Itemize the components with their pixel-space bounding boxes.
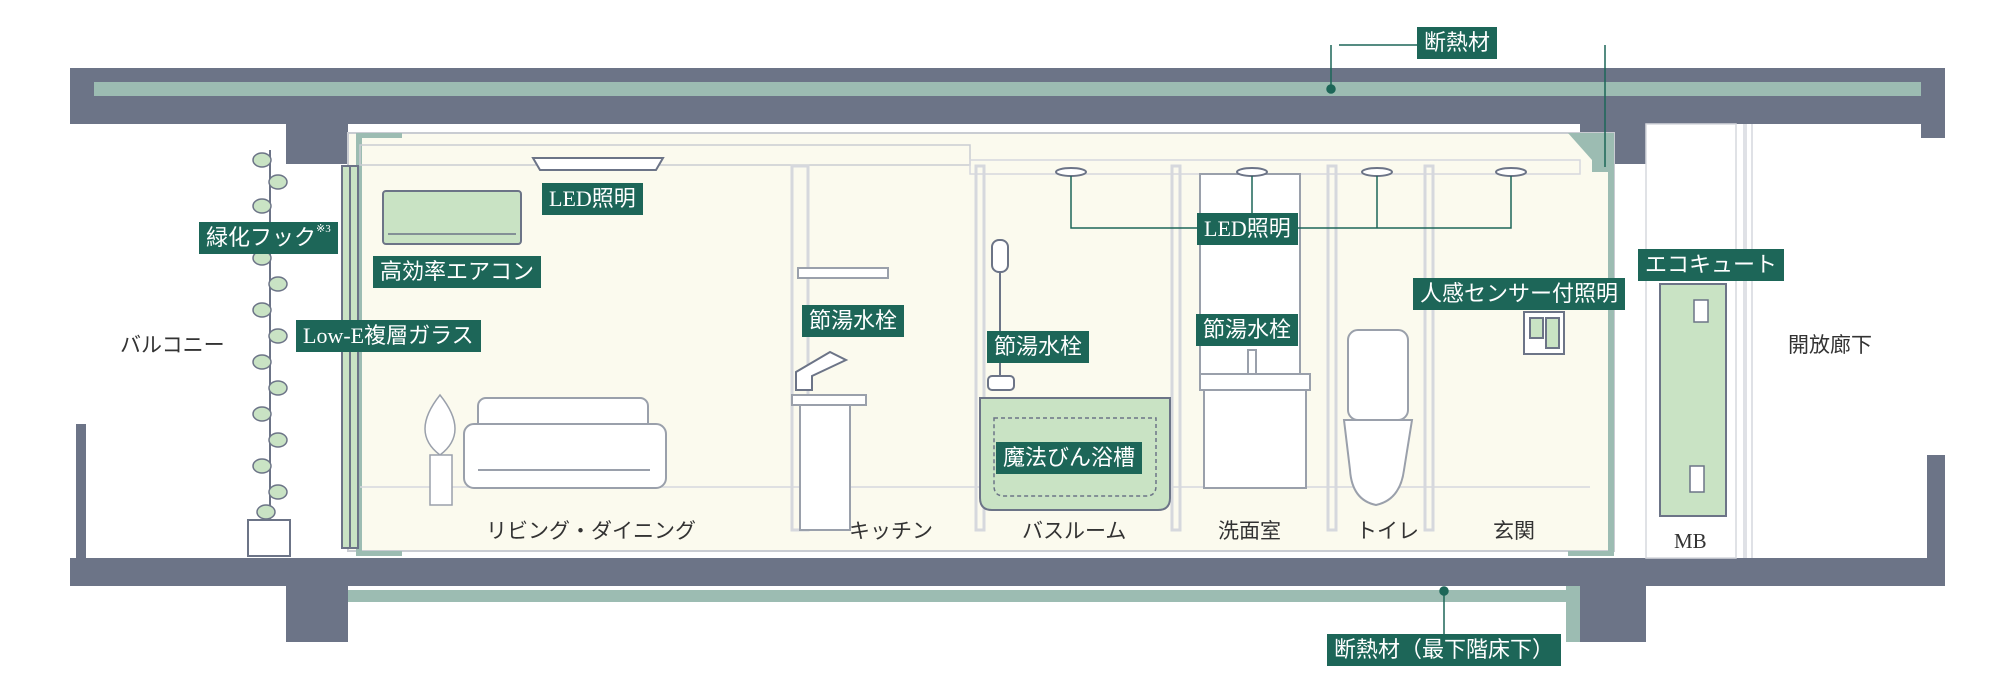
area-corridor: 開放廊下 [1788, 333, 1872, 357]
lower-slab [70, 558, 1945, 586]
ecocute-label: エコキュート [1638, 249, 1785, 281]
floor-insulation [348, 590, 1580, 602]
corridor-wall-top [1921, 124, 1945, 138]
area-living: リビング・ダイニング [486, 519, 696, 543]
water-heater-icon [1659, 283, 1727, 517]
faucet-wash-label: 節湯水栓 [1196, 314, 1299, 346]
area-toilet: トイレ [1356, 519, 1419, 543]
green-hook-label: 緑化フック※3 [199, 222, 338, 254]
area-entrance: 玄関 [1493, 519, 1535, 543]
ceiling-light-icon [531, 157, 665, 171]
sensor-light-label: 人感センサー付照明 [1413, 278, 1626, 310]
air-conditioner-icon [382, 190, 522, 245]
green-hook-note: ※3 [316, 223, 331, 235]
floor-insulation-edge [1566, 586, 1580, 642]
lower-beam-left [286, 586, 348, 642]
green-hook-text: 緑化フック [206, 225, 317, 250]
interior-insulation [356, 133, 402, 556]
area-bathroom: バスルーム [1022, 519, 1127, 543]
low-e-window [341, 165, 359, 549]
area-kitchen: キッチン [849, 519, 933, 543]
insulation-top-label: 断熱材 [1417, 27, 1498, 59]
corridor-post [1743, 124, 1747, 558]
led-downlights-label: LED照明 [1197, 213, 1298, 245]
beam-left [286, 124, 348, 164]
sofa-icon [463, 397, 667, 489]
corridor-post-2 [1751, 124, 1753, 558]
potted-plant-icon [424, 393, 456, 506]
aircon-label: 高効率エアコン [373, 256, 542, 288]
roof-insulation [94, 82, 1921, 96]
bulkhead [359, 144, 971, 166]
faucet-icon [795, 350, 849, 391]
balcony-parapet [76, 424, 86, 558]
plant-icon [247, 150, 291, 557]
faucet-bath-label: 節湯水栓 [987, 331, 1090, 363]
faucet-kitchen-label: 節湯水栓 [802, 305, 905, 337]
toilet-icon [1342, 329, 1414, 507]
kitchen-counter [791, 267, 889, 531]
area-washroom: 洗面室 [1218, 519, 1281, 543]
corridor-parapet [1927, 455, 1945, 558]
area-balcony: バルコニー [120, 333, 225, 357]
insulation-floor-label: 断熱材（最下階床下） [1327, 634, 1562, 666]
sensor-panel-icon [1523, 311, 1565, 355]
area-mb: MB [1674, 529, 1707, 553]
led-living-label: LED照明 [542, 183, 643, 215]
low-e-glass-label: Low-E複層ガラス [296, 320, 481, 352]
interior-insulation-right [1568, 133, 1614, 556]
thermos-bath-label: 魔法びん浴槽 [996, 442, 1143, 474]
lower-beam-right [1580, 586, 1646, 642]
